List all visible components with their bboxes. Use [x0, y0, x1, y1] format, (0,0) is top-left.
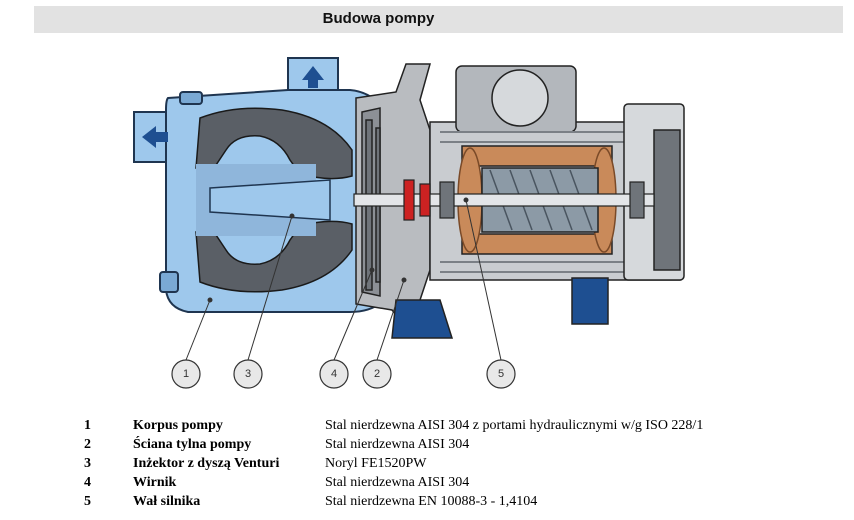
- parts-list-row: 3 Inżektor z dyszą Venturi Noryl FE1520P…: [80, 456, 800, 475]
- svg-text:3: 3: [245, 368, 251, 380]
- pump-cross-section-diagram: 1 3 4 2 5: [133, 57, 685, 389]
- callout-3: 3: [233, 359, 263, 389]
- outlet-arrow-icon: [302, 66, 324, 88]
- inlet-arrow-icon: [142, 126, 168, 148]
- motor-shaft: [353, 179, 655, 221]
- part-number: 1: [84, 418, 91, 433]
- part-name: Ściana tylna pompy: [133, 437, 252, 452]
- parts-list-row: 5 Wał silnika Stal nierdzewna EN 10088-3…: [80, 494, 800, 513]
- part-number: 4: [84, 475, 91, 490]
- callout-1: 1: [171, 359, 201, 389]
- part-number: 2: [84, 437, 91, 452]
- part-material: Stal nierdzewna AISI 304: [325, 475, 470, 490]
- page-title: Budowa pompy: [322, 10, 435, 27]
- title-bar: Budowa pompy: [34, 6, 843, 33]
- part-material: Stal nierdzewna AISI 304: [325, 437, 470, 452]
- svg-text:1: 1: [183, 368, 189, 380]
- part-name: Wał silnika: [133, 494, 201, 509]
- flow-arrows: [142, 66, 324, 148]
- part-number: 5: [84, 494, 91, 509]
- part-material: Stal nierdzewna EN 10088-3 - 1,4104: [325, 494, 538, 509]
- callout-4: 4: [319, 359, 349, 389]
- part-material: Stal nierdzewna AISI 304 z portami hydra…: [325, 418, 704, 433]
- parts-list-row: 4 Wirnik Stal nierdzewna AISI 304: [80, 475, 800, 494]
- part-number: 3: [84, 456, 91, 471]
- svg-text:2: 2: [374, 368, 380, 380]
- svg-text:4: 4: [331, 368, 337, 380]
- bearings: [439, 181, 645, 219]
- part-material: Noryl FE1520PW: [325, 456, 427, 471]
- part-name: Wirnik: [133, 475, 177, 490]
- part-name: Inżektor z dyszą Venturi: [133, 456, 280, 471]
- parts-list-row: 1 Korpus pompy Stal nierdzewna AISI 304 …: [80, 418, 800, 437]
- parts-list-row: 2 Ściana tylna pompy Stal nierdzewna AIS…: [80, 437, 800, 456]
- callouts: 1 3 4 2 5: [171, 359, 516, 389]
- part-name: Korpus pompy: [133, 418, 223, 433]
- venturi-injector: [195, 107, 353, 293]
- callout-2: 2: [362, 359, 392, 389]
- svg-text:5: 5: [498, 368, 504, 380]
- parts-list: 1 Korpus pompy Stal nierdzewna AISI 304 …: [80, 418, 800, 513]
- callout-leaders: [185, 197, 502, 361]
- mechanical-seal: [403, 179, 431, 221]
- callout-5: 5: [486, 359, 516, 389]
